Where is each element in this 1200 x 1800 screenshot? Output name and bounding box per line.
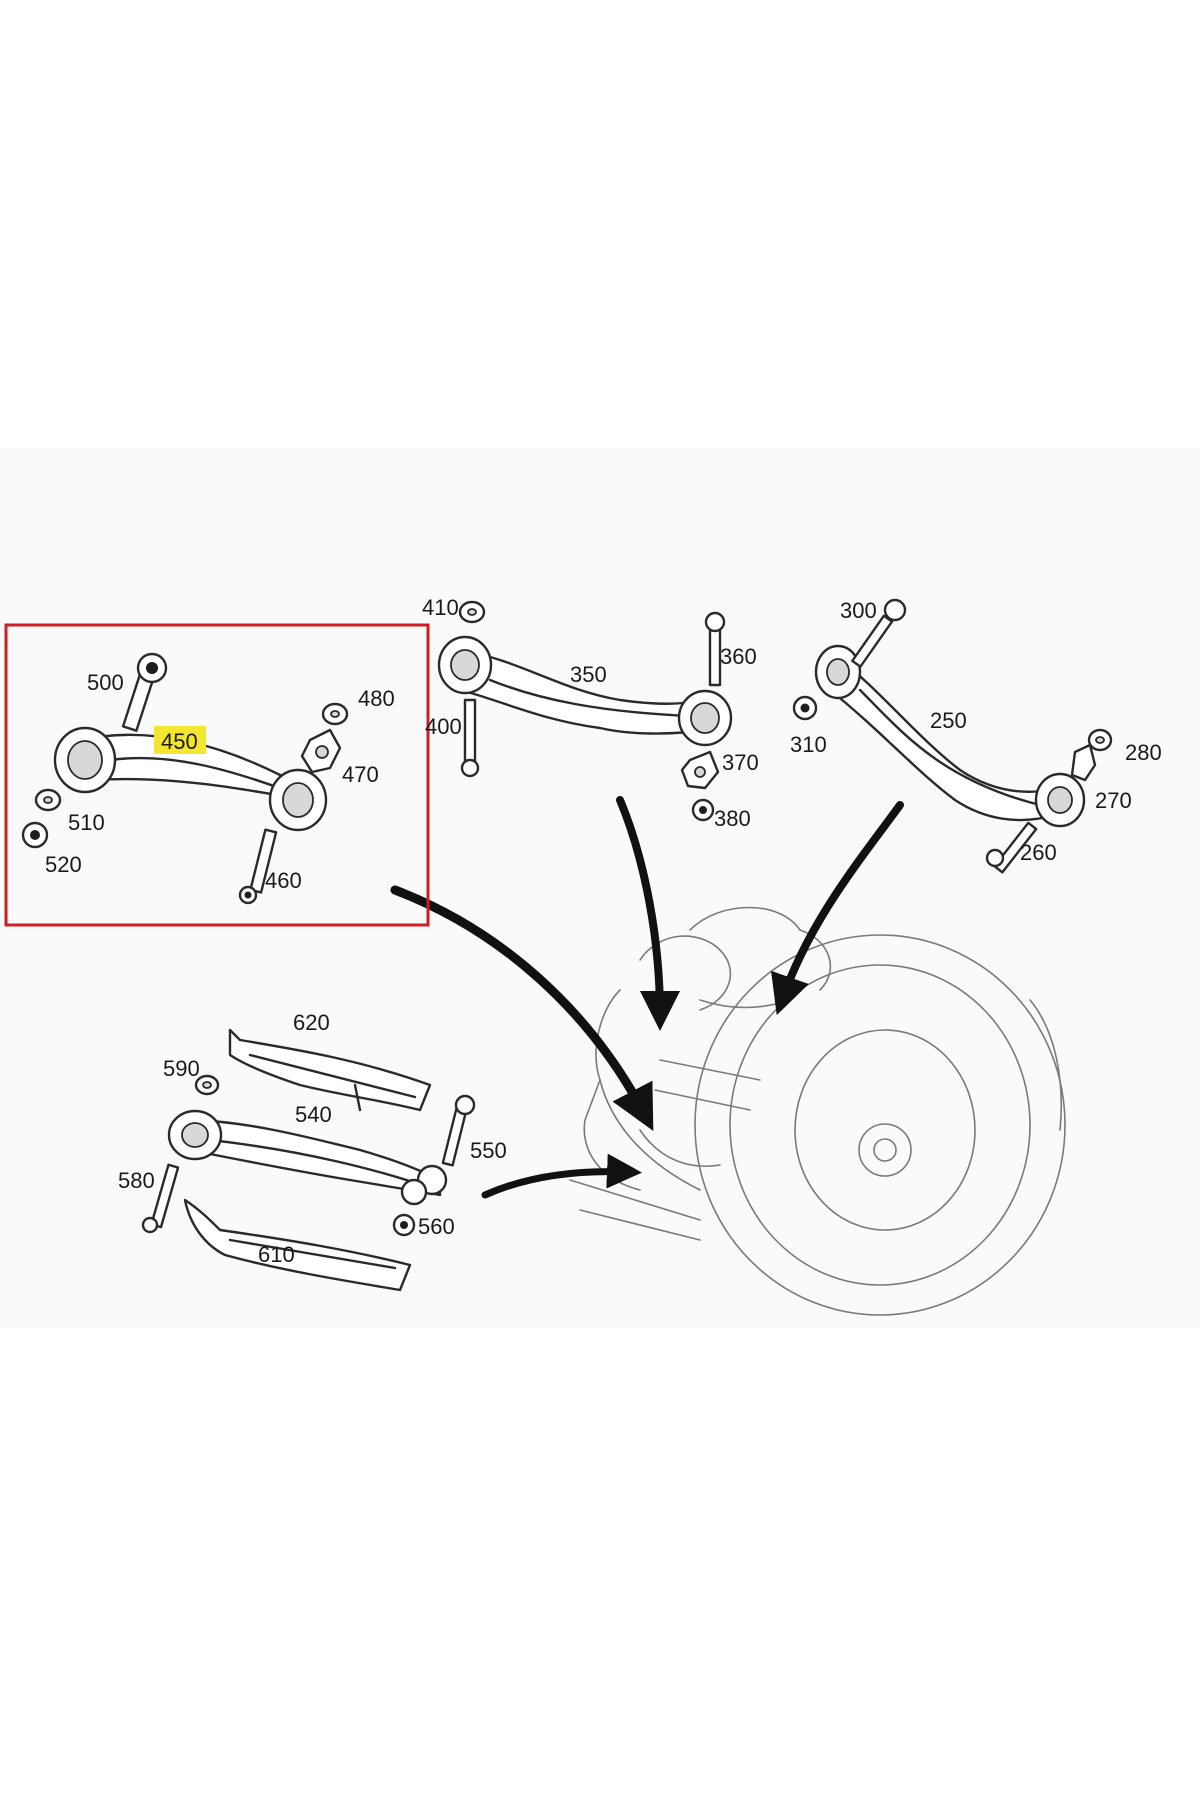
- part-label-590: 590: [163, 1056, 200, 1081]
- nut-310: [792, 695, 818, 721]
- part-label-480: 480: [358, 686, 395, 711]
- part-label-450: 450: [161, 729, 198, 754]
- part-label-260: 260: [1020, 840, 1057, 865]
- part-label-540: 540: [295, 1102, 332, 1127]
- cam-plate-370: [680, 750, 720, 790]
- diagram-area: [0, 448, 1200, 1328]
- bolt-580: [141, 1163, 180, 1234]
- nut-560: [392, 1213, 416, 1237]
- arrow-450-to-hub: [390, 885, 654, 1131]
- part-label-580: 580: [118, 1168, 155, 1193]
- part-label-300: 300: [840, 598, 877, 623]
- part-label-310: 310: [790, 732, 827, 757]
- part-label-350: 350: [570, 662, 607, 687]
- arm-540: [167, 1109, 448, 1206]
- bolt-460: [238, 828, 278, 905]
- part-label-550: 550: [470, 1138, 507, 1163]
- highlight-box: [4, 623, 430, 927]
- part-label-250: 250: [930, 708, 967, 733]
- arrow-350-to-hub: [616, 796, 680, 1031]
- arrow-540-to-hub: [481, 1153, 642, 1199]
- part-label-620: 620: [293, 1010, 330, 1035]
- nut-520: [21, 821, 49, 849]
- arm-250: [814, 644, 1086, 828]
- part-label-610: 610: [258, 1242, 295, 1267]
- part-label-270: 270: [1095, 788, 1132, 813]
- arm-350: [437, 635, 733, 747]
- part-label-280: 280: [1125, 740, 1162, 765]
- bolt-550: [441, 1094, 476, 1167]
- washer-280: [1087, 728, 1113, 752]
- part-label-470: 470: [342, 762, 379, 787]
- wheel-hub-assembly: [569, 906, 1066, 1316]
- part-label-560: 560: [418, 1214, 455, 1239]
- part-label-460: 460: [265, 868, 302, 893]
- washer-410: [458, 600, 486, 624]
- part-label-410: 410: [422, 595, 459, 620]
- highlight-label-background: [154, 726, 206, 754]
- bolt-400: [460, 698, 480, 778]
- washer-590: [194, 1074, 220, 1096]
- cam-plate-470: [300, 728, 342, 774]
- arrow-250-to-hub: [771, 801, 904, 1016]
- part-label-380: 380: [714, 806, 751, 831]
- part-label-500: 500: [87, 670, 124, 695]
- bolt-300: [851, 598, 907, 668]
- nut-380: [691, 798, 715, 822]
- bolt-500: [121, 652, 168, 732]
- part-label-400: 400: [425, 714, 462, 739]
- washer-480: [321, 702, 349, 726]
- bolt-260: [985, 821, 1038, 874]
- cover-620: [228, 1028, 432, 1112]
- cam-plate-270: [1070, 743, 1097, 782]
- part-label-360: 360: [720, 644, 757, 669]
- washer-510: [34, 788, 62, 812]
- cover-610: [183, 1198, 412, 1292]
- part-label-510: 510: [68, 810, 105, 835]
- bolt-360: [704, 611, 726, 687]
- part-label-520: 520: [45, 852, 82, 877]
- part-label-370: 370: [722, 750, 759, 775]
- arm-450: [53, 726, 328, 832]
